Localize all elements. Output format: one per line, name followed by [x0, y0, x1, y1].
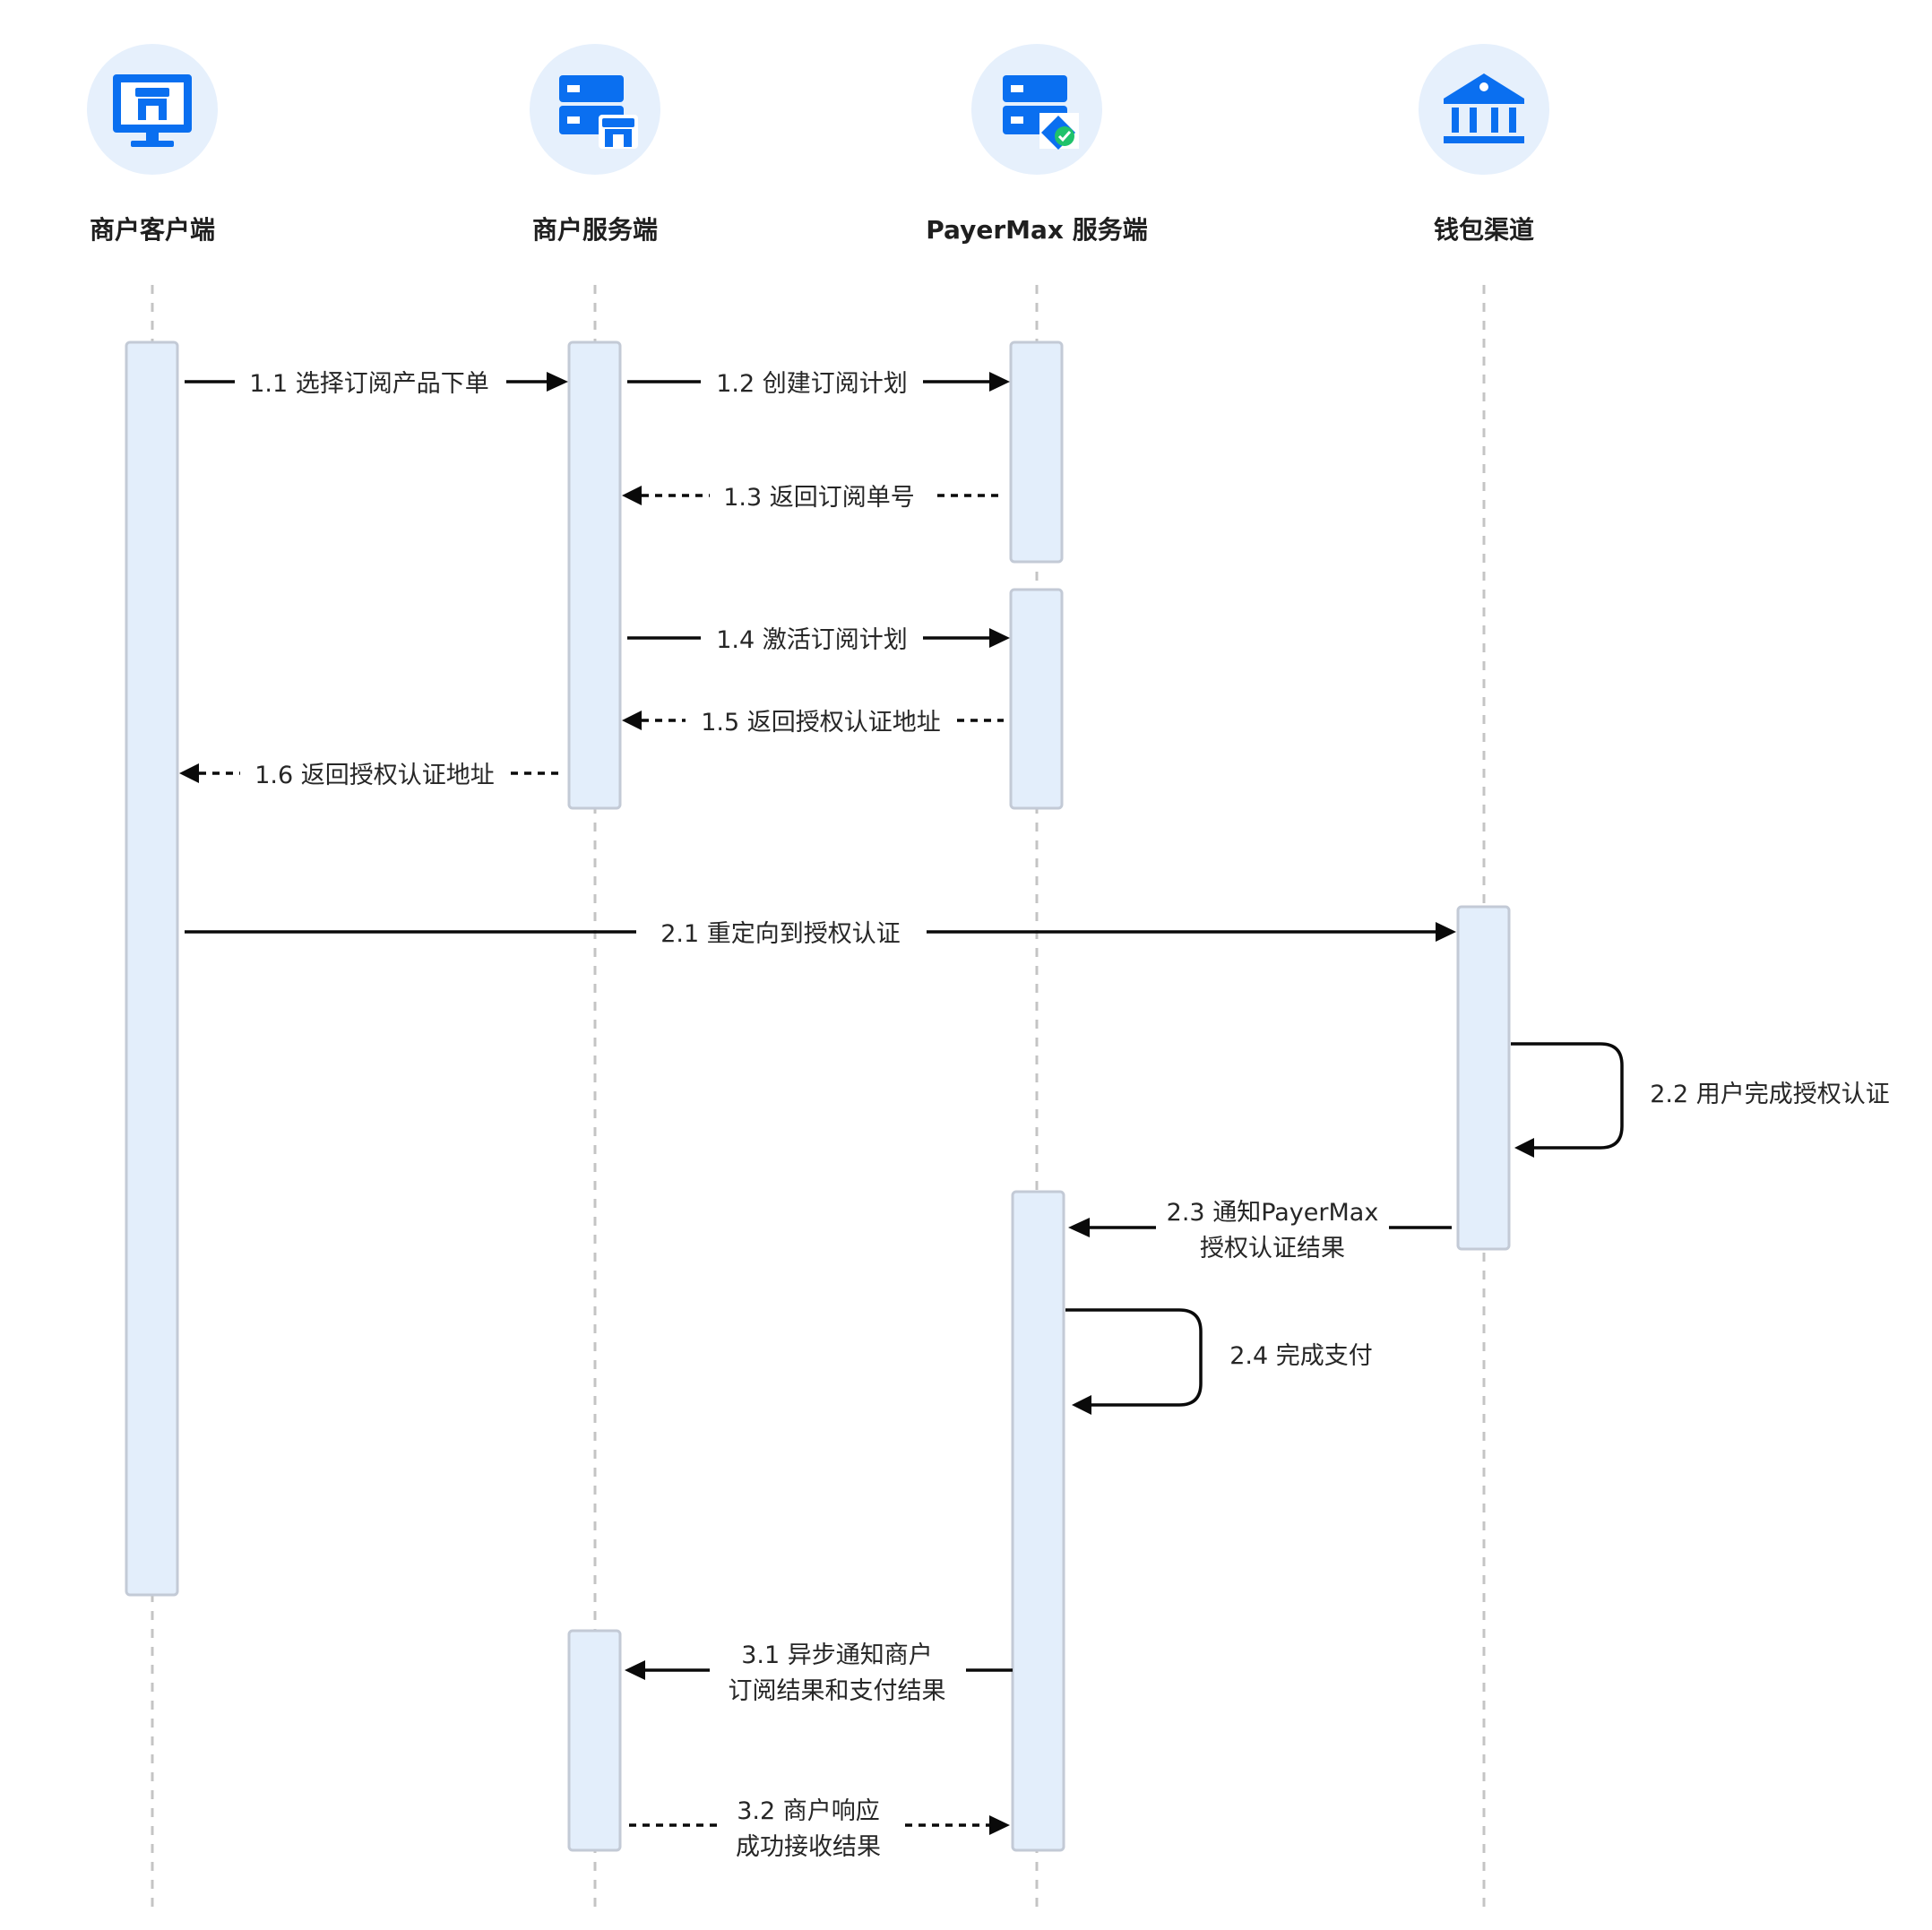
message-label-2-4: 2.4 完成支付	[1229, 1342, 1373, 1370]
arrowhead-left	[625, 1660, 645, 1680]
message-1-6: 1.6 返回授权认证地址	[179, 762, 563, 789]
message-label-3-1-line1: 3.1 异步通知商户	[741, 1641, 933, 1669]
actor-title-merchant-server: 商户服务端	[532, 215, 658, 245]
message-3-2: 3.2 商户响应 成功接收结果	[629, 1797, 1010, 1861]
icon-background	[1419, 44, 1549, 175]
activation-merchant-client	[125, 340, 179, 1597]
activation-payermax-1	[1009, 340, 1064, 564]
message-1-2: 1.2 创建订阅计划	[627, 370, 1010, 398]
arrowhead-left	[622, 486, 642, 505]
payermax-server-check-icon	[1003, 75, 1079, 150]
message-label-2-2: 2.2 用户完成授权认证	[1650, 1081, 1890, 1108]
message-3-1: 3.1 异步通知商户 订阅结果和支付结果	[625, 1641, 1013, 1705]
message-label-1-1: 1.1 选择订阅产品下单	[249, 370, 489, 398]
message-2-1: 2.1 重定向到授权认证	[185, 920, 1456, 948]
actor-merchant-server: 商户服务端	[530, 44, 660, 245]
actor-title-payermax-server: PayerMax 服务端	[926, 215, 1147, 245]
arrowhead-left	[179, 763, 199, 783]
activation-payermax-2	[1009, 588, 1064, 810]
arrowhead-right	[989, 372, 1010, 392]
message-label-1-6: 1.6 返回授权认证地址	[254, 762, 495, 789]
actor-payermax-server: PayerMax 服务端	[926, 44, 1148, 245]
actor-wallet-channel: 钱包渠道	[1419, 44, 1549, 245]
message-2-3: 2.3 通知PayerMax 授权认证结果	[1068, 1199, 1452, 1262]
message-label-1-5: 1.5 返回授权认证地址	[701, 709, 941, 737]
message-1-5: 1.5 返回授权认证地址	[622, 709, 1004, 737]
message-2-4: 2.4 完成支付	[1065, 1308, 1373, 1415]
arrowhead-left	[1068, 1218, 1090, 1237]
activation-wallet	[1456, 905, 1511, 1251]
actor-merchant-client: 商户客户端	[87, 44, 218, 245]
message-label-3-2-line1: 3.2 商户响应	[737, 1797, 880, 1825]
message-label-1-3: 1.3 返回订阅单号	[723, 484, 915, 512]
bank-icon	[1444, 73, 1524, 143]
message-1-1: 1.1 选择订阅产品下单	[185, 370, 568, 398]
arrowhead-right	[1436, 922, 1456, 942]
arrowhead-left	[622, 711, 642, 730]
arrowhead-right	[989, 628, 1010, 648]
arrowhead-right	[989, 1815, 1010, 1835]
arrowhead-right	[547, 372, 568, 392]
message-label-2-3-line2: 授权认证结果	[1200, 1235, 1345, 1262]
activation-payermax-3	[1011, 1190, 1065, 1852]
arrowhead-left	[1514, 1138, 1534, 1158]
arrowhead-left	[1072, 1395, 1091, 1415]
activation-merchant-server-1	[567, 340, 622, 810]
message-label-1-4: 1.4 激活订阅计划	[716, 626, 908, 654]
merchant-client-monitor-icon	[113, 74, 192, 147]
actor-title-wallet-channel: 钱包渠道	[1434, 215, 1534, 245]
activation-bars	[125, 340, 1511, 1852]
message-2-2: 2.2 用户完成授权认证	[1511, 1042, 1890, 1158]
message-1-4: 1.4 激活订阅计划	[627, 626, 1010, 654]
actor-title-merchant-client: 商户客户端	[90, 215, 215, 245]
message-label-2-1: 2.1 重定向到授权认证	[660, 920, 901, 948]
message-label-3-1-line2: 订阅结果和支付结果	[729, 1677, 946, 1705]
message-1-3: 1.3 返回订阅单号	[622, 484, 1004, 512]
merchant-server-store-icon	[559, 75, 638, 149]
message-label-1-2: 1.2 创建订阅计划	[716, 370, 908, 398]
activation-merchant-server-2	[567, 1629, 622, 1852]
message-label-3-2-line2: 成功接收结果	[736, 1833, 881, 1861]
message-label-2-3-line1: 2.3 通知PayerMax	[1167, 1199, 1379, 1227]
